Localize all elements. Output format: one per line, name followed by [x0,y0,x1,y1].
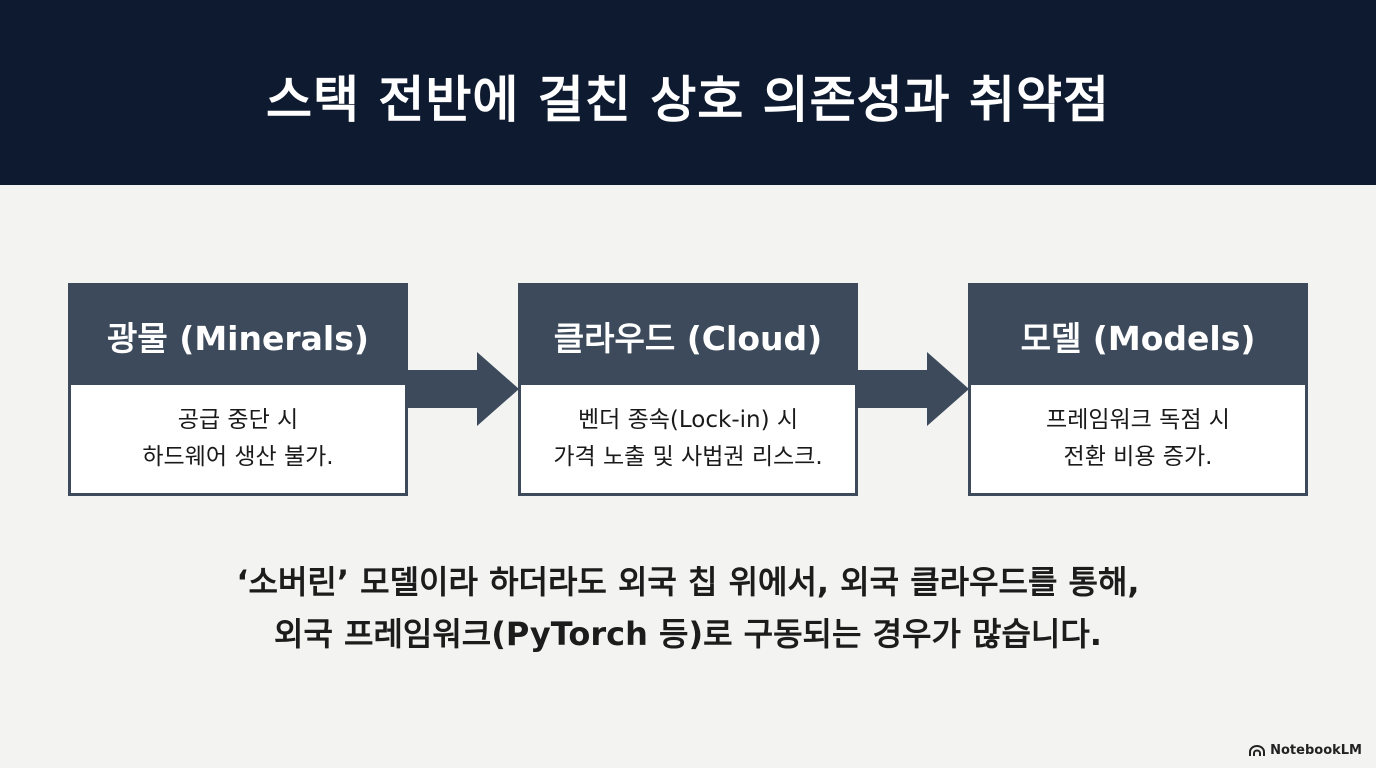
box-body: 벤더 종속(Lock-in) 시 가격 노출 및 사법권 리스크. [521,385,855,493]
brand-watermark: NotebookLM [1249,743,1362,758]
caption-line: 외국 프레임워크(PyTorch 등)로 구동되는 경우가 많습니다. [274,615,1102,653]
box-body: 프레임워크 독점 시 전환 비용 증가. [971,385,1305,493]
brand-label: NotebookLM [1270,743,1362,758]
title-banner: 스택 전반에 걸친 상호 의존성과 취약점 [0,0,1376,185]
box-heading: 모델 (Models) [971,286,1305,385]
box-heading: 광물 (Minerals) [71,286,405,385]
box-text-line: 가격 노출 및 사법권 리스크. [553,444,823,470]
box-models: 모델 (Models) 프레임워크 독점 시 전환 비용 증가. [968,283,1308,496]
right-arrow-icon [407,352,519,426]
box-text-line: 하드웨어 생산 불가. [142,444,334,470]
page-title: 스택 전반에 걸친 상호 의존성과 취약점 [265,70,1111,129]
box-text-line: 전환 비용 증가. [1063,444,1213,470]
box-heading: 클라우드 (Cloud) [521,286,855,385]
box-text-line: 프레임워크 독점 시 [1046,407,1230,433]
caption-line: ‘소버린’ 모델이라 하더라도 외국 칩 위에서, 외국 클라우드를 통해, [236,563,1140,601]
box-body: 공급 중단 시 하드웨어 생산 불가. [71,385,405,493]
box-cloud: 클라우드 (Cloud) 벤더 종속(Lock-in) 시 가격 노출 및 사법… [518,283,858,496]
box-text-line: 벤더 종속(Lock-in) 시 [577,407,799,433]
notebooklm-logo-icon [1249,744,1266,756]
right-arrow-icon [857,352,969,426]
caption: ‘소버린’ 모델이라 하더라도 외국 칩 위에서, 외국 클라우드를 통해, 외… [0,556,1376,660]
box-minerals: 광물 (Minerals) 공급 중단 시 하드웨어 생산 불가. [68,283,408,496]
box-text-line: 공급 중단 시 [177,407,299,433]
